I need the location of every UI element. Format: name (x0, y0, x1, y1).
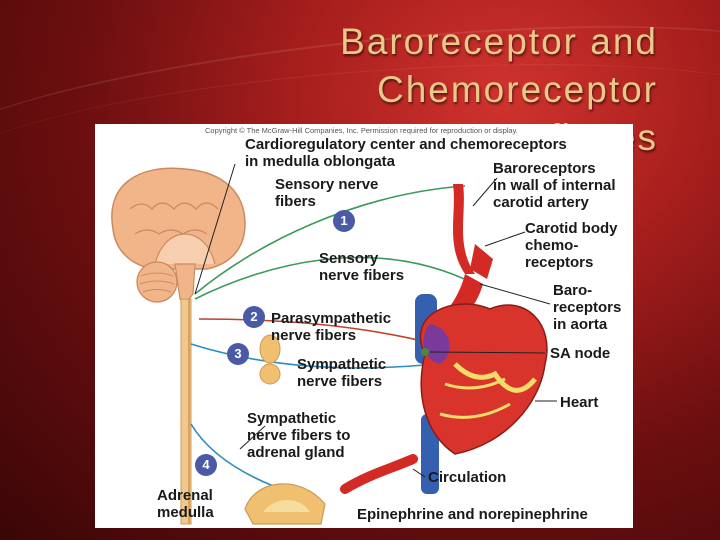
label-carotid-body-line-3: receptors (525, 254, 594, 271)
label-sympathetic-adrenal: Sympathetic nerve fibers to adrenal glan… (247, 410, 350, 461)
heart-vessels (439, 377, 511, 419)
label-sympathetic-adrenal-line-1: Sympathetic (247, 410, 337, 427)
adrenal-medulla-core (263, 500, 310, 512)
label-baroreceptors-aorta: Baro- receptors in aorta (553, 282, 621, 333)
label-baro-carotid-line-1: Baroreceptors (493, 160, 596, 177)
label-adrenal-line-2: medulla (157, 504, 214, 521)
parasympathetic-fiber (198, 318, 436, 345)
label-sensory-upper-line-2: fibers (275, 193, 316, 210)
label-sensory-nerve-lower: Sensory nerve fibers (319, 250, 404, 284)
copyright-notice: Copyright © The McGraw-Hill Companies, I… (205, 126, 518, 135)
sympathetic-ganglion-upper (259, 334, 281, 364)
cerebellum (136, 261, 178, 303)
step-badge-2: 2 (243, 306, 265, 328)
brain-midline (154, 233, 216, 265)
label-baro-aorta-line-1: Baro- (553, 282, 593, 299)
pointer-carotid-body (484, 231, 526, 247)
reflex-illustration (111, 163, 557, 525)
pointer-baroreceptors-aorta (479, 283, 551, 305)
brain-cerebrum (111, 167, 246, 270)
step-badge-1: 1 (333, 210, 355, 232)
label-sympathetic-adrenal-line-3: adrenal gland (247, 444, 345, 461)
label-parasympathetic: Parasympathetic nerve fibers (271, 310, 391, 344)
brain-folds (129, 202, 219, 235)
sensory-fiber-lower (194, 256, 476, 300)
label-sympathetic-line-1: Sympathetic (297, 356, 387, 373)
reflex-diagram: Copyright © The McGraw-Hill Companies, I… (95, 124, 633, 528)
label-baro-carotid-line-3: carotid artery (493, 194, 589, 211)
label-baro-carotid-line-2: in wall of internal (493, 177, 616, 194)
circulation-vessel (340, 454, 418, 494)
label-adrenal-medulla: Adrenal medulla (157, 487, 214, 521)
label-sympathetic-line-2: nerve fibers (297, 373, 383, 390)
label-cardioregulatory-line-2: in medulla oblongata (245, 153, 396, 170)
heart-atrium (423, 324, 450, 364)
medulla-pointer (194, 163, 236, 295)
slide-title: Baroreceptor and Chemoreceptor Reflexes (58, 18, 658, 162)
label-sensory-lower-line-1: Sensory (319, 250, 379, 267)
label-sympathetic-adrenal-line-2: nerve fibers to (247, 427, 351, 444)
label-parasympathetic-line-2: nerve fibers (271, 327, 357, 344)
sympathetic-ganglion-lower (259, 363, 281, 385)
slide-title-line-1: Baroreceptor and Chemoreceptor (340, 21, 658, 110)
sensory-fiber-upper (194, 185, 466, 295)
label-sensory-nerve-upper: Sensory nerve fibers (275, 176, 378, 210)
label-baro-aorta-line-3: in aorta (553, 316, 608, 333)
heart-fat (453, 362, 537, 393)
step-badge-3: 3 (227, 343, 249, 365)
label-sa-node: SA node (550, 345, 611, 362)
label-sympathetic: Sympathetic nerve fibers (297, 356, 386, 390)
label-baroreceptors-carotid: Baroreceptors in wall of internal caroti… (493, 160, 616, 211)
step-badge-4: 4 (195, 454, 217, 476)
label-baro-aorta-line-2: receptors (553, 299, 622, 316)
label-circulation: Circulation (428, 469, 507, 486)
label-heart: Heart (560, 394, 599, 411)
label-sensory-upper-line-1: Sensory nerve (275, 176, 379, 193)
brainstem (174, 263, 196, 305)
spinal-cord (180, 298, 192, 525)
pointer-sa-node (429, 351, 546, 354)
sympathetic-fiber (190, 343, 436, 369)
label-carotid-body-line-1: Carotid body (525, 220, 618, 237)
label-adrenal-line-1: Adrenal (157, 487, 213, 504)
carotid-artery-branch (470, 244, 493, 279)
cerebellum-folds (139, 272, 175, 293)
label-cardioregulatory-line-1: Cardioregulatory center and chemorecepto… (245, 136, 567, 153)
label-carotid-body: Carotid body chemo- receptors (525, 220, 618, 271)
carotid-artery (453, 184, 475, 274)
label-epinephrine: Epinephrine and norepinephrine (357, 506, 588, 523)
pointer-sympathetic-adrenal (239, 425, 266, 450)
pointer-baroreceptors-carotid (472, 177, 498, 207)
label-carotid-body-line-2: chemo- (525, 237, 579, 254)
sa-node (421, 348, 429, 356)
label-cardioregulatory-center: Cardioregulatory center and chemorecepto… (245, 136, 567, 170)
pointer-circulation (412, 468, 426, 478)
label-sensory-lower-line-2: nerve fibers (319, 267, 405, 284)
label-parasympathetic-line-1: Parasympathetic (271, 310, 392, 327)
